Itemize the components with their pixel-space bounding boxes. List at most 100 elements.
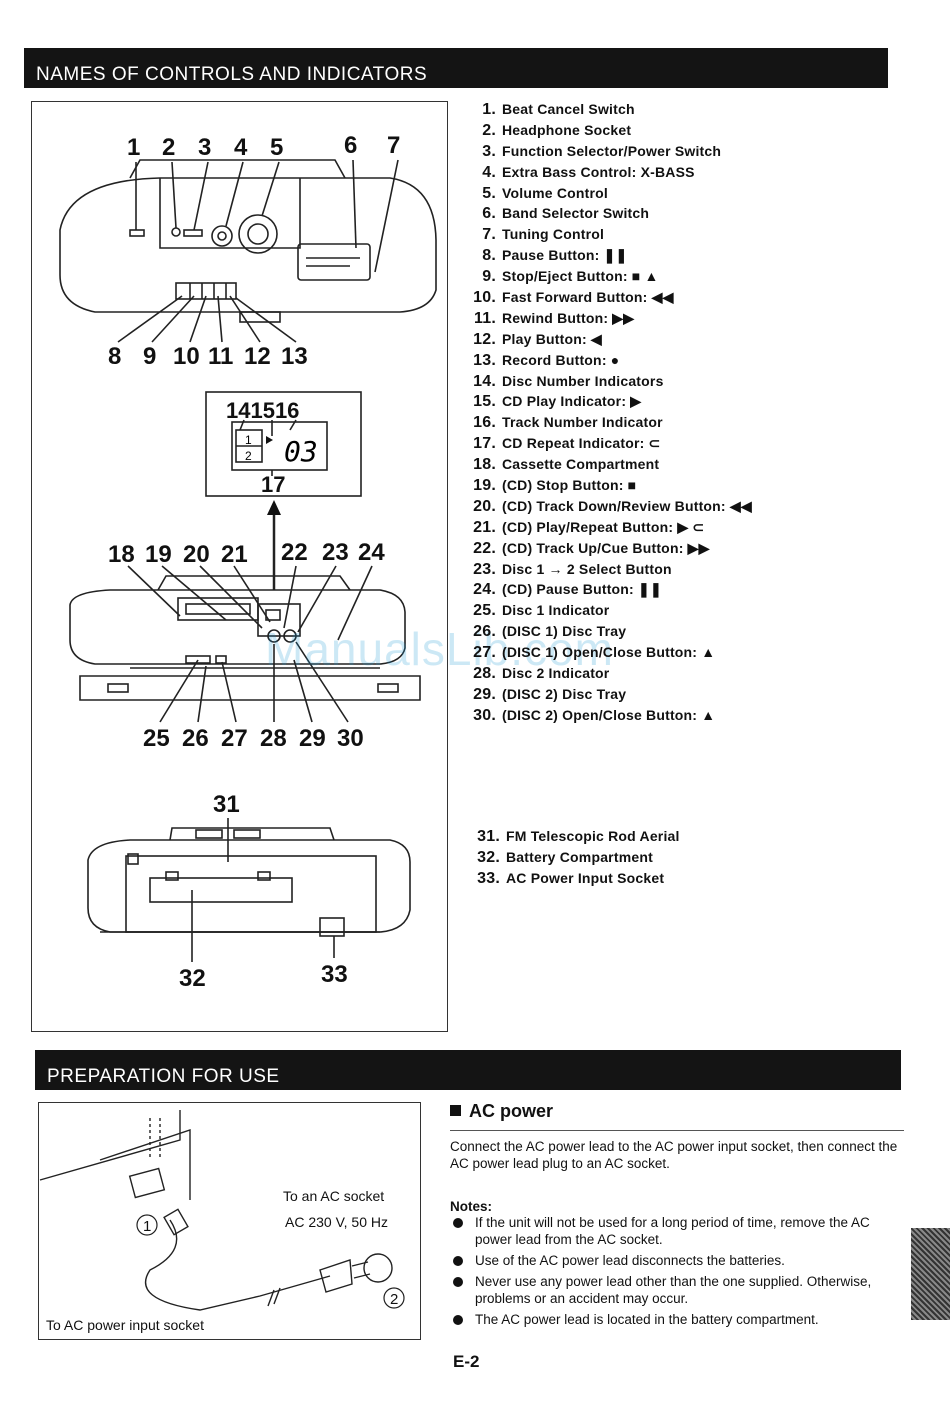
callout-6: 6 bbox=[344, 132, 357, 159]
item-label: Stop/Eject Button: ■ ▲ bbox=[502, 268, 659, 285]
item-number: 22. bbox=[473, 539, 496, 557]
list-item: 9. Stop/Eject Button: ■ ▲ bbox=[470, 266, 752, 287]
callout-28: 28 bbox=[260, 725, 287, 752]
note-text: Use of the AC power lead disconnects the… bbox=[475, 1253, 785, 1268]
item-number: 7. bbox=[482, 226, 496, 244]
item-number: 29. bbox=[473, 685, 496, 703]
notes-title: Notes: bbox=[450, 1199, 493, 1214]
cd-play-indicator-icon bbox=[266, 436, 273, 444]
callout-22: 22 bbox=[281, 539, 308, 566]
display-callouts: 141516 bbox=[226, 398, 299, 423]
callout-13: 13 bbox=[281, 343, 308, 370]
callout-33: 33 bbox=[321, 961, 348, 988]
item-label: (DISC 2) Disc Tray bbox=[502, 685, 627, 702]
list-item: 4.Extra Bass Control: X-BASS bbox=[470, 162, 752, 183]
callout-20: 20 bbox=[183, 541, 210, 568]
item-number: 13. bbox=[473, 351, 496, 369]
list-item: 10. Fast Forward Button: ◀◀ bbox=[470, 287, 752, 308]
item-label: (CD) Track Down/Review Button: ◀◀ bbox=[502, 497, 752, 514]
notes-list: If the unit will not be used for a long … bbox=[450, 1214, 905, 1332]
callout-5: 5 bbox=[270, 134, 283, 161]
item-number: 25. bbox=[473, 602, 496, 620]
list-item: 14.Disc Number Indicators bbox=[470, 371, 752, 392]
list-item: 16.Track Number Indicator bbox=[470, 412, 752, 433]
item-number: 17. bbox=[473, 435, 496, 453]
item-label: FM Telescopic Rod Aerial bbox=[506, 828, 680, 844]
callout-17: 17 bbox=[261, 472, 285, 497]
item-label: (DISC 1) Open/Close Button: ▲ bbox=[502, 644, 716, 661]
item-label: Battery Compartment bbox=[506, 848, 653, 865]
item-label: Band Selector Switch bbox=[502, 205, 650, 222]
watermark: ManualsLib.com bbox=[265, 623, 614, 675]
callout-31: 31 bbox=[213, 791, 240, 818]
item-label: Disc 1 → 2 Select Button bbox=[502, 560, 672, 577]
bullet-icon bbox=[453, 1256, 463, 1266]
disc2-indicator: 2 bbox=[245, 449, 252, 463]
section-banner-preparation: PREPARATION FOR USE bbox=[35, 1050, 901, 1090]
list-item: 20.(CD) Track Down/Review Button: ◀◀ bbox=[470, 496, 752, 517]
item-label: Volume Control bbox=[502, 184, 608, 201]
list-item: 30.(DISC 2) Open/Close Button: ▲ bbox=[470, 705, 752, 726]
list-item: 33.AC Power Input Socket bbox=[474, 868, 680, 889]
section-title: NAMES OF CONTROLS AND INDICATORS bbox=[36, 64, 428, 85]
item-label: CD Play Indicator: ▶ bbox=[502, 393, 642, 410]
item-number: 9. bbox=[482, 268, 496, 286]
item-number: 30. bbox=[473, 706, 496, 724]
note-item: Use of the AC power lead disconnects the… bbox=[450, 1252, 905, 1269]
callout-1: 1 bbox=[127, 134, 140, 161]
item-number: 8. bbox=[482, 247, 496, 265]
callout-9: 9 bbox=[143, 343, 156, 370]
list-item: 25.Disc 1 Indicator bbox=[470, 600, 752, 621]
bullet-icon bbox=[453, 1218, 463, 1228]
item-number: 10. bbox=[473, 289, 496, 307]
list-item: 17. CD Repeat Indicator: ⊂ bbox=[470, 433, 752, 454]
list-item: 18.Cassette Compartment bbox=[470, 454, 752, 475]
note-text: If the unit will not be used for a long … bbox=[475, 1215, 870, 1247]
item-number: 18. bbox=[473, 456, 496, 474]
item-number: 31. bbox=[477, 828, 500, 845]
item-number: 26. bbox=[473, 623, 496, 641]
callout-11: 11 bbox=[208, 343, 233, 370]
callout-8: 8 bbox=[108, 343, 121, 370]
list-item: 22. (CD) Track Up/Cue Button: ▶▶ bbox=[470, 538, 752, 559]
callout-18: 18 bbox=[108, 541, 135, 568]
item-label: Beat Cancel Switch bbox=[502, 101, 635, 117]
list-item: 1.Beat Cancel Switch bbox=[470, 99, 752, 120]
callout-23: 23 bbox=[322, 539, 349, 566]
page-number: E-2 bbox=[453, 1352, 480, 1371]
list-item: 13. Record Button: ● bbox=[470, 350, 752, 371]
callout-26: 26 bbox=[182, 725, 209, 752]
item-number: 27. bbox=[473, 644, 496, 662]
callout-27: 27 bbox=[221, 725, 248, 752]
item-number: 4. bbox=[482, 163, 496, 181]
item-number: 16. bbox=[473, 414, 496, 432]
item-label: Record Button: ● bbox=[502, 351, 620, 368]
list-item: 19.(CD) Stop Button: ■ bbox=[470, 475, 752, 496]
item-number: 19. bbox=[473, 477, 496, 495]
list-item: 6. Band Selector Switch bbox=[470, 203, 752, 224]
item-number: 5. bbox=[482, 184, 496, 202]
callout-3: 3 bbox=[198, 134, 211, 161]
callout-25: 25 bbox=[143, 725, 170, 752]
list-item: 11.Rewind Button: ▶▶ bbox=[470, 308, 752, 329]
label-voltage: AC 230 V, 50 Hz bbox=[285, 1214, 388, 1230]
item-number: 6. bbox=[482, 205, 496, 223]
callout-29: 29 bbox=[299, 725, 326, 752]
power-diagram-frame bbox=[38, 1102, 421, 1340]
item-label: Pause Button: ❚❚ bbox=[502, 247, 628, 264]
item-number: 23. bbox=[473, 560, 496, 578]
item-label: Fast Forward Button: ◀◀ bbox=[502, 289, 674, 306]
item-label: CD Repeat Indicator: ⊂ bbox=[502, 435, 661, 452]
item-number: 12. bbox=[473, 330, 496, 348]
item-label: (CD) Track Up/Cue Button: ▶▶ bbox=[502, 539, 710, 556]
callout-2: 2 bbox=[162, 134, 175, 161]
heading-rule bbox=[450, 1130, 904, 1131]
item-label: (CD) Play/Repeat Button: ▶ ⊂ bbox=[502, 518, 705, 535]
note-text: The AC power lead is located in the batt… bbox=[475, 1312, 819, 1327]
item-label: Rewind Button: ▶▶ bbox=[502, 309, 635, 326]
list-item: 2.Headphone Socket bbox=[470, 120, 752, 141]
note-text: Never use any power lead other than the … bbox=[475, 1274, 872, 1306]
ac-power-heading: AC power bbox=[450, 1101, 553, 1122]
item-label: (DISC 1) Disc Tray bbox=[502, 623, 627, 640]
